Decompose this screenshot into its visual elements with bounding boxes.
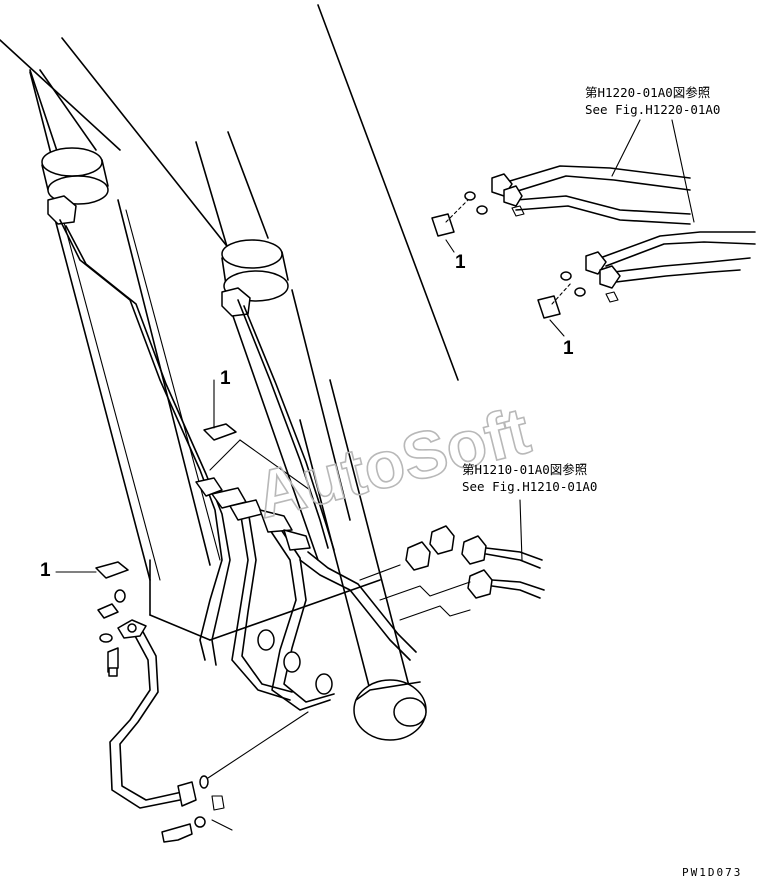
tube-clamps <box>195 439 333 695</box>
ref-upper-jp: 第H1220-01A0図参照 <box>585 85 710 100</box>
callout-1-left: 1 <box>40 560 51 581</box>
ref-lower-en: See Fig.H1210-01A0 <box>462 479 597 494</box>
boom-outline <box>0 4 459 381</box>
right-lower-fittings <box>379 499 545 621</box>
callout-1-right: 1 <box>563 338 574 359</box>
upper-right-hoses <box>431 119 756 337</box>
left-hose-assembly <box>97 589 309 843</box>
right-cylinder <box>195 131 351 561</box>
left-cylinder <box>29 69 221 581</box>
callout-1-center: 1 <box>220 368 231 389</box>
lower-frame <box>149 379 427 741</box>
ref-lower-jp: 第H1210-01A0図参照 <box>462 462 587 477</box>
part-1-blocks <box>55 379 237 579</box>
ref-upper-en: See Fig.H1220-01A0 <box>585 102 720 117</box>
callout-1-upper-right: 1 <box>455 252 466 273</box>
drawing-code: PW1D073 <box>682 866 742 879</box>
